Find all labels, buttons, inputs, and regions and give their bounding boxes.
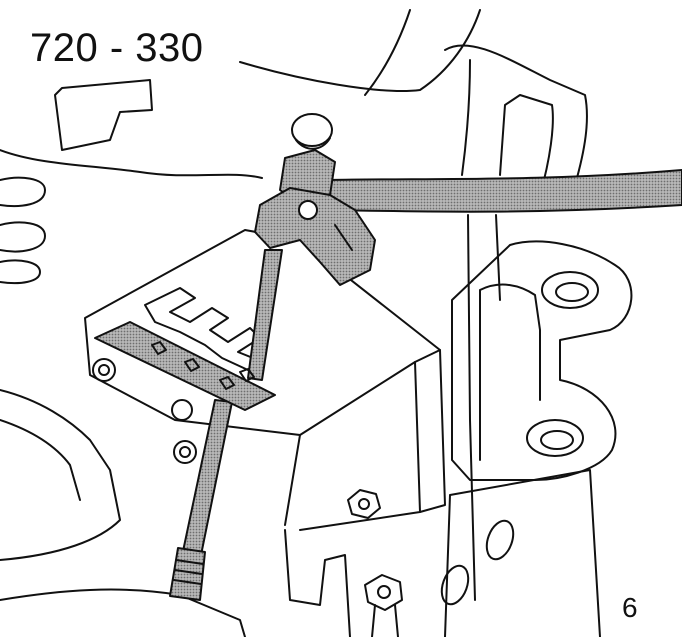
cylinder-left-1 <box>0 176 46 208</box>
engine-bracket-left <box>54 79 153 151</box>
reference-code-label: 720 - 330 <box>30 26 204 70</box>
frame-upper-loop-inner <box>461 59 471 176</box>
lower-nut <box>364 574 403 611</box>
block-oval-2 <box>440 564 470 606</box>
frame-upper-loop <box>444 44 588 196</box>
lower-casing-base <box>0 588 246 637</box>
plate-bolt-right <box>347 489 381 519</box>
lower-block <box>444 469 601 637</box>
plate-bolt-left <box>92 358 116 382</box>
lower-casing-inner <box>0 419 81 501</box>
engine-contour-wave <box>0 149 263 179</box>
pivot-cap-shadow <box>295 137 331 150</box>
bracket-hole-upper <box>541 271 599 309</box>
lower-fixture <box>284 529 351 637</box>
frame-vertical-post <box>467 214 476 601</box>
block-oval-1 <box>485 519 515 561</box>
plate-bolt-center <box>171 399 193 421</box>
pivot-cap <box>291 113 333 147</box>
cylinder-left-3 <box>0 259 41 285</box>
plate-bolt-right-core <box>358 498 370 510</box>
lever-arm <box>254 187 376 286</box>
engine-outline-top-inner <box>364 9 411 96</box>
bracket-hole-upper-inner <box>555 282 589 302</box>
cylinder-left-2 <box>0 221 46 253</box>
strip-hole-4 <box>239 368 255 382</box>
selector-rod <box>329 169 682 213</box>
plate-bolt-lower-core <box>179 446 191 458</box>
gate-slot <box>144 287 261 371</box>
figure-number-label: 6 <box>622 592 638 623</box>
strip-hole-3 <box>219 376 235 390</box>
mounting-bracket-fold <box>479 283 541 461</box>
lever-bore <box>298 200 318 220</box>
adjuster-threads <box>173 559 204 585</box>
lower-stud <box>371 604 399 637</box>
engine-outline-top <box>239 9 481 92</box>
lever-slot <box>334 224 353 251</box>
bracket-hole-lower <box>526 419 584 457</box>
gate-plate-fold <box>284 361 421 531</box>
bracket-hole-lower-inner <box>540 430 574 450</box>
gate-plate-side <box>419 349 446 513</box>
plate-bolt-left-core <box>98 364 110 376</box>
strip-hole-1 <box>151 341 167 355</box>
strip-hole-2 <box>184 358 200 372</box>
plate-bolt-lower <box>173 440 197 464</box>
lower-casing <box>0 389 121 561</box>
lower-nut-core <box>377 585 391 599</box>
shift-rod <box>247 249 283 381</box>
